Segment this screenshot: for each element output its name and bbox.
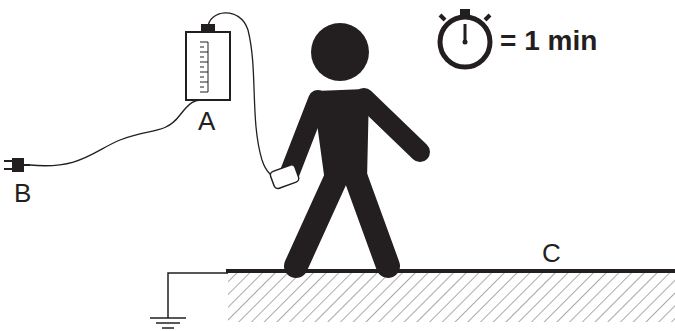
scale-tick bbox=[200, 82, 208, 83]
part-letter: A bbox=[198, 108, 215, 134]
scale-tick bbox=[200, 52, 208, 53]
scale-tick bbox=[200, 62, 208, 63]
meter bbox=[186, 24, 230, 100]
time-label: = 1 min bbox=[500, 27, 597, 55]
scale-tick bbox=[200, 92, 208, 93]
part-letter: B bbox=[14, 180, 31, 206]
scale-tick bbox=[200, 87, 204, 88]
scale-tick bbox=[200, 57, 204, 58]
plug bbox=[4, 158, 30, 172]
scale-tick bbox=[200, 42, 208, 43]
scale-tick bbox=[200, 47, 204, 48]
hand-electrode bbox=[269, 164, 300, 190]
ground-wire bbox=[168, 273, 228, 318]
floor-hatch bbox=[228, 272, 675, 322]
scale-tick bbox=[200, 72, 208, 73]
person bbox=[290, 23, 420, 266]
scale-tick bbox=[200, 67, 204, 68]
stopwatch-icon bbox=[440, 9, 490, 67]
power-cable bbox=[30, 100, 200, 166]
scale-tick bbox=[200, 77, 204, 78]
ground-symbol bbox=[150, 318, 186, 328]
part-letter: C bbox=[542, 240, 561, 266]
